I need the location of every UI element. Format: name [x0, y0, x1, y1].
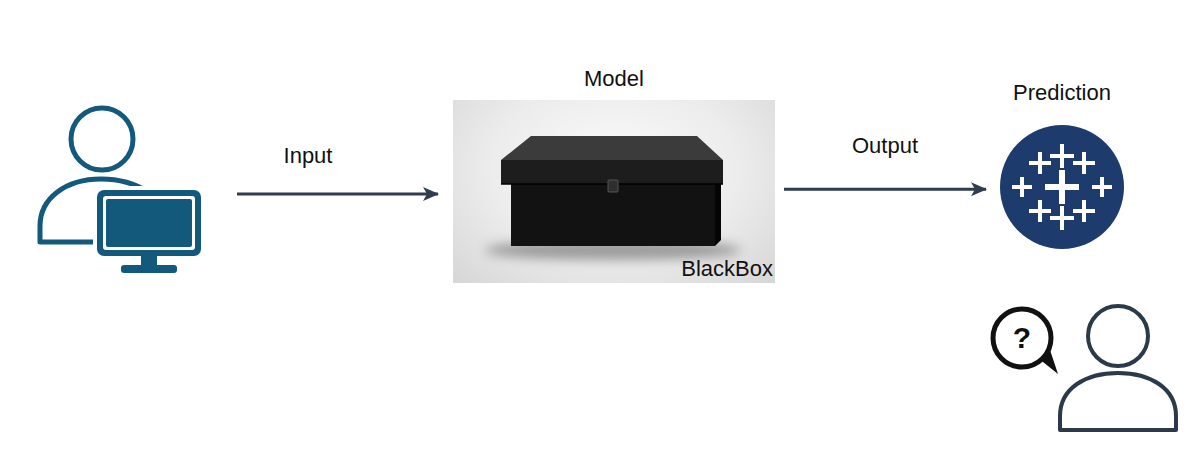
- plus-symbol: [1092, 177, 1112, 197]
- person-head: [1088, 306, 1148, 366]
- arrow-label: Input: [284, 143, 333, 169]
- model-box: ModelBlackBox: [449, 66, 779, 283]
- prediction-logo: [1000, 125, 1124, 249]
- question-bubble: [993, 309, 1058, 374]
- plus-symbol: [1012, 177, 1032, 197]
- user-computer-icon: [40, 108, 205, 273]
- arrow-label: Output: [852, 133, 918, 159]
- prediction-node: Prediction: [990, 80, 1134, 249]
- plus-symbol: [1045, 170, 1079, 204]
- person-body: [1060, 373, 1176, 430]
- input-arrow: [237, 193, 438, 196]
- node-heading: Model: [449, 66, 779, 92]
- box-side: [715, 178, 721, 246]
- monitor-frame: [97, 190, 201, 256]
- plus-symbol: [1073, 152, 1095, 174]
- box-latch: [608, 180, 618, 192]
- label-holder: ?: [1013, 321, 1031, 355]
- plus-symbol: [1029, 200, 1051, 222]
- edge-label-holder: Output: [852, 133, 918, 159]
- plus-symbol: [1050, 206, 1074, 230]
- monitor-screen: [106, 199, 192, 247]
- node-heading: Prediction: [990, 80, 1134, 106]
- person-icon: [1060, 306, 1176, 430]
- monitor-base: [121, 265, 177, 273]
- user-head: [71, 108, 133, 170]
- flow-arrow: [784, 188, 986, 191]
- plus-symbol: [1029, 152, 1051, 174]
- question-mark: ?: [1013, 321, 1031, 355]
- monitor-gap: [93, 186, 205, 260]
- logo-area: [1000, 125, 1124, 249]
- plus-symbol: [1050, 144, 1074, 168]
- model-picture: BlackBox: [453, 100, 775, 283]
- box-body: [511, 184, 715, 246]
- label-holder: Input: [284, 143, 333, 169]
- lid-top: [501, 136, 723, 160]
- plus-symbol: [1073, 200, 1095, 222]
- bubble-outline: [993, 309, 1051, 367]
- black-box-illustration: [453, 100, 775, 283]
- prediction-circle: [1000, 125, 1124, 249]
- monitor-bezel: [103, 196, 195, 250]
- box-caption: BlackBox: [681, 256, 775, 283]
